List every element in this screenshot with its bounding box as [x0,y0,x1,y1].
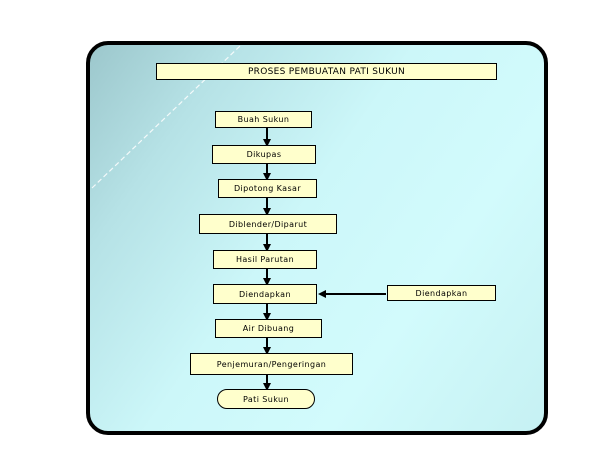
step-diendapkan: Diendapkan [213,284,317,304]
diagram-title: PROSES PEMBUATAN PATI SUKUN [156,63,497,80]
step-diblender-diparut: Diblender/Diparut [199,214,337,234]
side-step-diendapkan: Diendapkan [387,285,496,301]
step-dikupas: Dikupas [212,145,316,164]
step-hasil-parutan: Hasil Parutan [213,250,317,269]
step-buah-sukun: Buah Sukun [215,111,312,128]
step-dipotong-kasar: Dipotong Kasar [218,179,317,198]
step-air-dibuang: Air Dibuang [215,319,322,338]
step-penjemuran-pengeringan: Penjemuran/Pengeringan [190,353,353,375]
step-pati-sukun: Pati Sukun [217,389,315,409]
